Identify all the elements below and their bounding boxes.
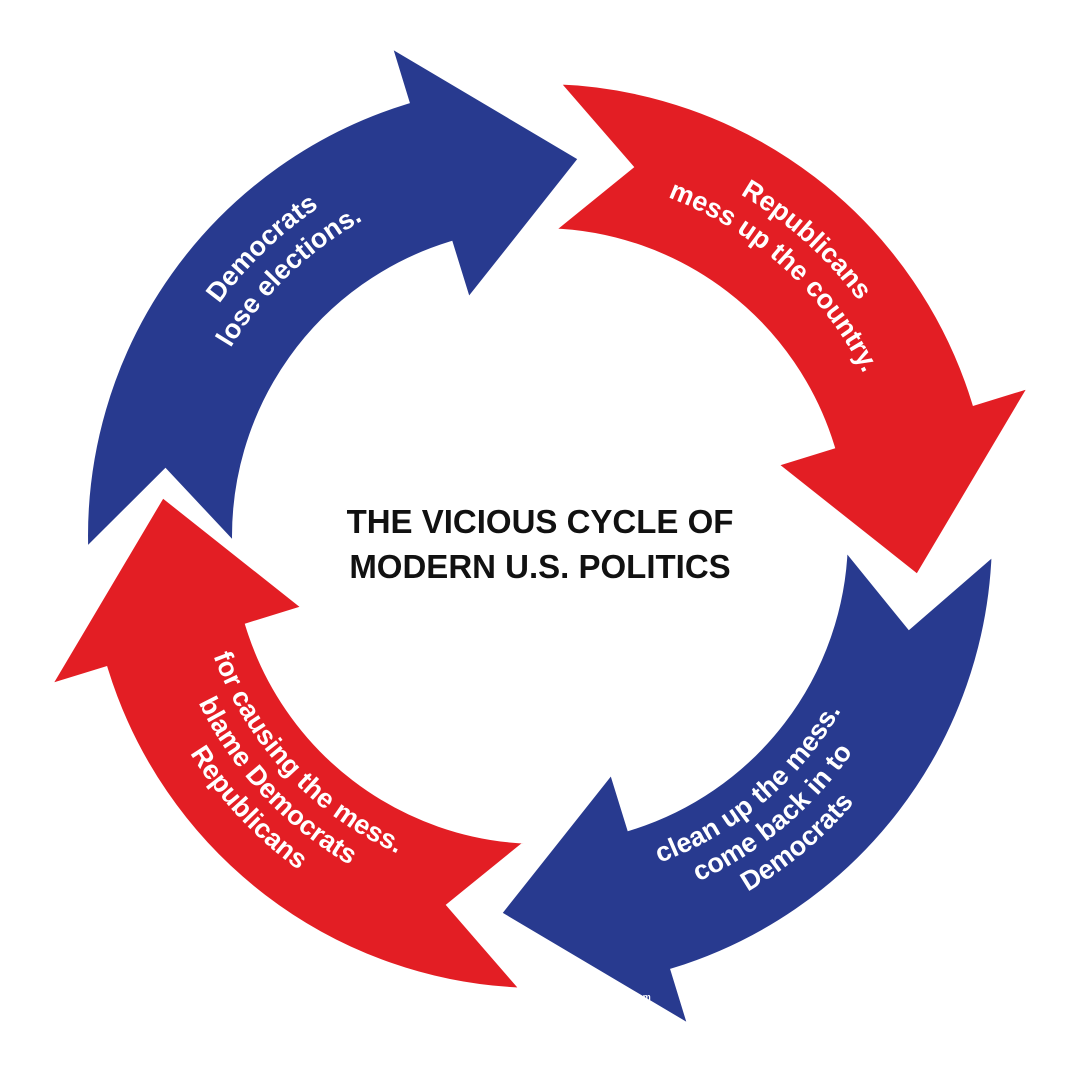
credit-handle: @burma.gram — [590, 992, 651, 1002]
arrow-democrats-clean — [493, 538, 998, 1035]
title-line-2: MODERN U.S. POLITICS — [349, 548, 730, 585]
arrow-republicans-mess — [542, 78, 1039, 583]
title-line-1: THE VICIOUS CYCLE OF — [347, 503, 734, 540]
arrows-layer — [41, 37, 1039, 1035]
arrow-democrats-lose — [82, 37, 587, 559]
arrow-republicans-blame — [41, 489, 538, 994]
